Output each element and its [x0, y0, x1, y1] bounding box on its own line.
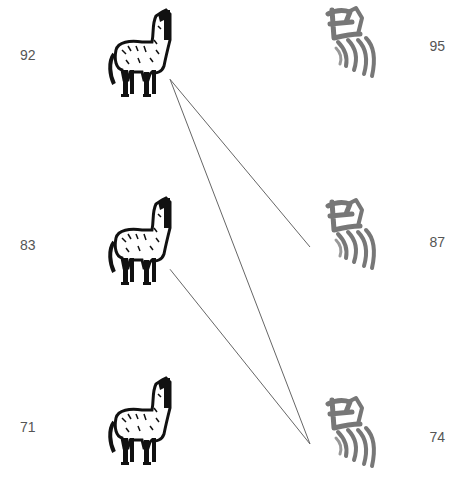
- match-line: [170, 79, 310, 444]
- horse-node: 71: [20, 380, 170, 475]
- match-line: [170, 269, 310, 444]
- horse-node: 87: [310, 195, 445, 275]
- horse-node: 92: [20, 8, 170, 103]
- score-number: 92: [20, 48, 36, 62]
- score-number: 71: [20, 420, 36, 434]
- score-number: 83: [20, 238, 36, 252]
- horse-node: 95: [310, 3, 445, 83]
- match-line: [170, 79, 310, 247]
- score-number: 74: [429, 430, 445, 444]
- score-number: 95: [429, 39, 445, 53]
- horse-node: 83: [20, 198, 170, 293]
- score-number: 87: [429, 235, 445, 249]
- horse-node: 74: [310, 392, 445, 472]
